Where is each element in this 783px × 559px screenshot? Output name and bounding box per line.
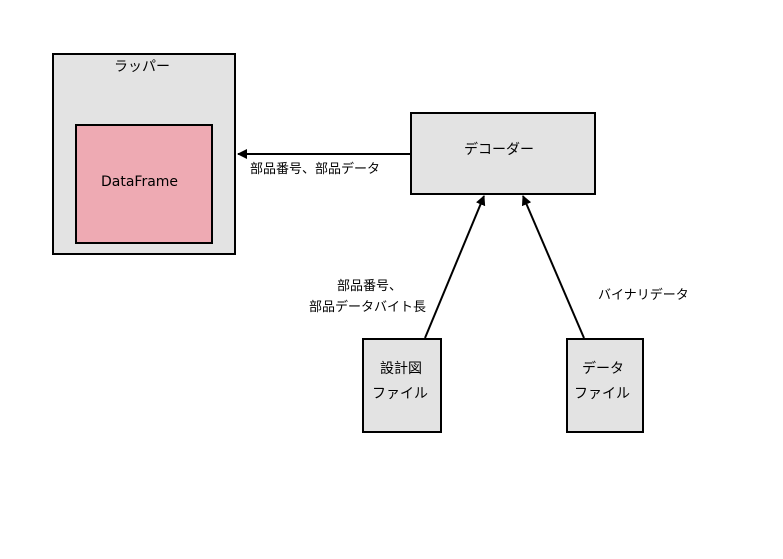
design-file-label-line2: ファイル <box>372 386 428 402</box>
dataframe-label: DataFrame <box>101 174 179 190</box>
wrapper-label: ラッパー <box>114 59 170 75</box>
edge-label-design-line1: 部品番号、 <box>337 279 403 294</box>
design-file-box <box>362 338 442 433</box>
design-to-decoder-arrow <box>424 195 486 339</box>
data-file-label-line2: ファイル <box>574 386 630 402</box>
edge-label-design-line2: 部品データバイト長 <box>309 300 427 315</box>
edge-label-decoder-to-wrapper: 部品番号、部品データ <box>250 162 381 177</box>
decoder-label: デコーダー <box>464 142 534 158</box>
data-to-decoder-arrow <box>521 195 585 339</box>
data-file-box <box>566 338 644 433</box>
dataframe-box <box>75 124 213 244</box>
data-file-label-line1: データ <box>582 361 624 377</box>
design-file-label-line1: 設計図 <box>380 361 422 377</box>
decoder-box <box>410 112 596 195</box>
edge-label-data-to-decoder: バイナリデータ <box>598 288 689 303</box>
